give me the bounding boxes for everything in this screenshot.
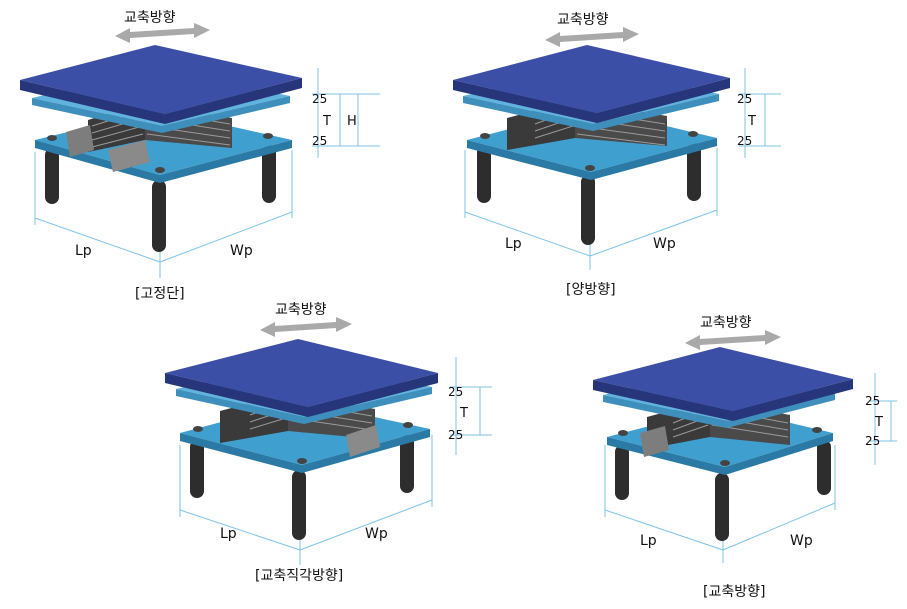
dim-mid: T <box>322 114 331 129</box>
length-label: Lp <box>505 236 522 252</box>
height-dimension <box>869 373 897 465</box>
top-plate <box>20 45 302 124</box>
direction-arrow <box>685 330 781 350</box>
top-plate <box>453 45 730 123</box>
caption: [양방향] <box>566 282 616 298</box>
caption: [교축방향] <box>703 584 766 600</box>
arrow-label: 교축방향 <box>557 12 609 28</box>
width-label: Wp <box>790 533 813 549</box>
arrow-label: 교축방향 <box>275 302 327 318</box>
direction-arrow <box>260 317 352 337</box>
dim-top: 25 <box>865 394 880 408</box>
top-plate <box>593 347 853 421</box>
dim-mid: T <box>459 406 468 421</box>
length-label: Lp <box>75 243 92 259</box>
figure-longitudinal: 교축방향 25 T 25 Lp Wp [교축방향] <box>585 305 905 605</box>
legs <box>45 145 276 252</box>
dimension-lines <box>604 445 836 563</box>
height-dimension <box>739 68 781 158</box>
figure-transverse: 교축방향 25 T 25 Lp Wp [교축직각방향] <box>150 295 510 595</box>
stoppers <box>346 425 380 457</box>
dim-bottom: 25 <box>448 428 463 442</box>
direction-arrow <box>545 27 639 47</box>
dimension-lines <box>34 150 293 278</box>
bearing-drawing-bidirectional: 교축방향 25 T 25 Lp Wp <box>453 12 781 270</box>
dimension-lines <box>464 148 718 270</box>
legs <box>615 440 831 541</box>
stoppers <box>66 125 150 172</box>
dim-bottom: 25 <box>312 134 327 148</box>
dimension-lines <box>179 435 433 565</box>
dim-top: 25 <box>448 385 463 399</box>
height-dimension <box>312 68 380 158</box>
height-dimension <box>450 357 492 455</box>
caption: [교축직각방향] <box>255 568 344 584</box>
bearing-drawing-transverse: 교축방향 25 T 25 Lp Wp <box>165 302 492 565</box>
direction-arrow <box>115 23 210 43</box>
legs <box>477 143 701 245</box>
width-label: Wp <box>230 243 253 259</box>
dim-bottom: 25 <box>737 134 752 148</box>
length-label: Lp <box>640 533 657 549</box>
dim-top: 25 <box>312 92 327 106</box>
dim-mid: T <box>747 114 756 129</box>
bearing-drawing-fixed: 교축방향 25 T H 25 Lp Wp <box>20 10 380 278</box>
arrow-label: 교축방향 <box>700 315 752 331</box>
figure-bidirectional: 교축방향 25 T 25 Lp Wp [양방향] <box>435 0 835 310</box>
arrow-label: 교축방향 <box>124 10 176 26</box>
length-label: Lp <box>220 526 237 542</box>
dim-mid: T <box>874 415 883 430</box>
dim-bottom: 25 <box>865 434 880 448</box>
width-label: Wp <box>653 236 676 252</box>
dim-top: 25 <box>737 92 752 106</box>
top-plate <box>165 339 438 417</box>
dim-total: H <box>347 114 357 129</box>
legs <box>190 435 414 540</box>
figure-fixed: 교축방향 25 T H 25 Lp Wp [고정단] <box>0 0 400 310</box>
caption: [고정단] <box>135 286 185 302</box>
bearing-drawing-longitudinal: 교축방향 25 T 25 Lp Wp <box>593 315 897 563</box>
stoppers <box>640 426 669 457</box>
width-label: Wp <box>365 526 388 542</box>
